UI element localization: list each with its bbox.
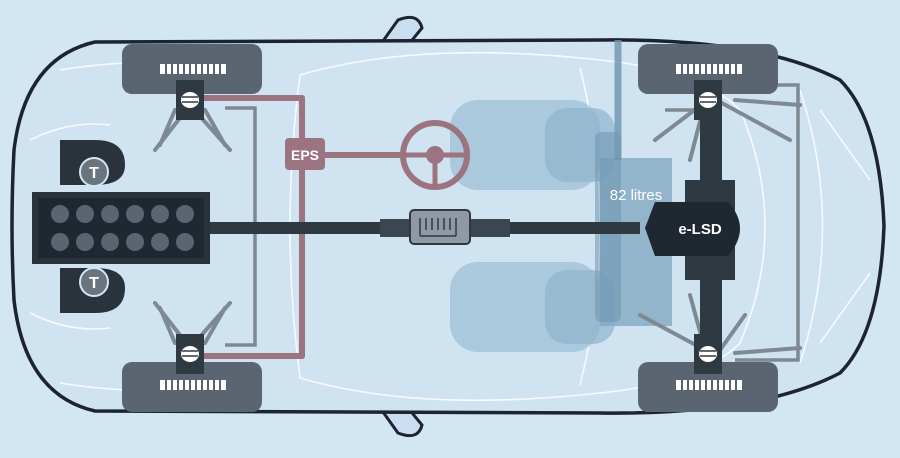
turbocharger-rear: T bbox=[60, 267, 125, 313]
coil-spring-rear-left bbox=[694, 80, 722, 120]
coil-spring-icon bbox=[179, 90, 201, 110]
turbo-label-rear: T bbox=[89, 275, 99, 292]
eps-label: EPS bbox=[291, 147, 319, 163]
turbocharger-front: T bbox=[60, 140, 125, 187]
coil-spring-icon bbox=[179, 344, 201, 364]
coil-spring-front-left bbox=[176, 80, 204, 120]
turbocharger-icon bbox=[79, 157, 109, 187]
wheel-front-left bbox=[122, 44, 262, 94]
steering-wheel-icon bbox=[400, 120, 470, 190]
engine-icon bbox=[32, 192, 210, 264]
wheel-rear-left bbox=[638, 44, 778, 94]
wheel-rear-right bbox=[638, 362, 778, 412]
suspension-arms bbox=[153, 98, 802, 355]
turbo-label-front: T bbox=[89, 165, 99, 182]
differential: e-LSD bbox=[645, 202, 740, 256]
eps-unit: EPS bbox=[285, 138, 325, 170]
coil-spring-rear-right bbox=[694, 334, 722, 374]
coil-spring-icon bbox=[697, 90, 719, 110]
differential-label: e-LSD bbox=[678, 221, 722, 238]
turbocharger-icon bbox=[79, 267, 109, 297]
coil-spring-front-right bbox=[176, 334, 204, 374]
gearbox-icon bbox=[409, 209, 471, 245]
coil-spring-icon bbox=[697, 344, 719, 364]
wheel-front-right bbox=[122, 362, 262, 412]
fuel-tank-label: 82 litres bbox=[610, 187, 663, 204]
